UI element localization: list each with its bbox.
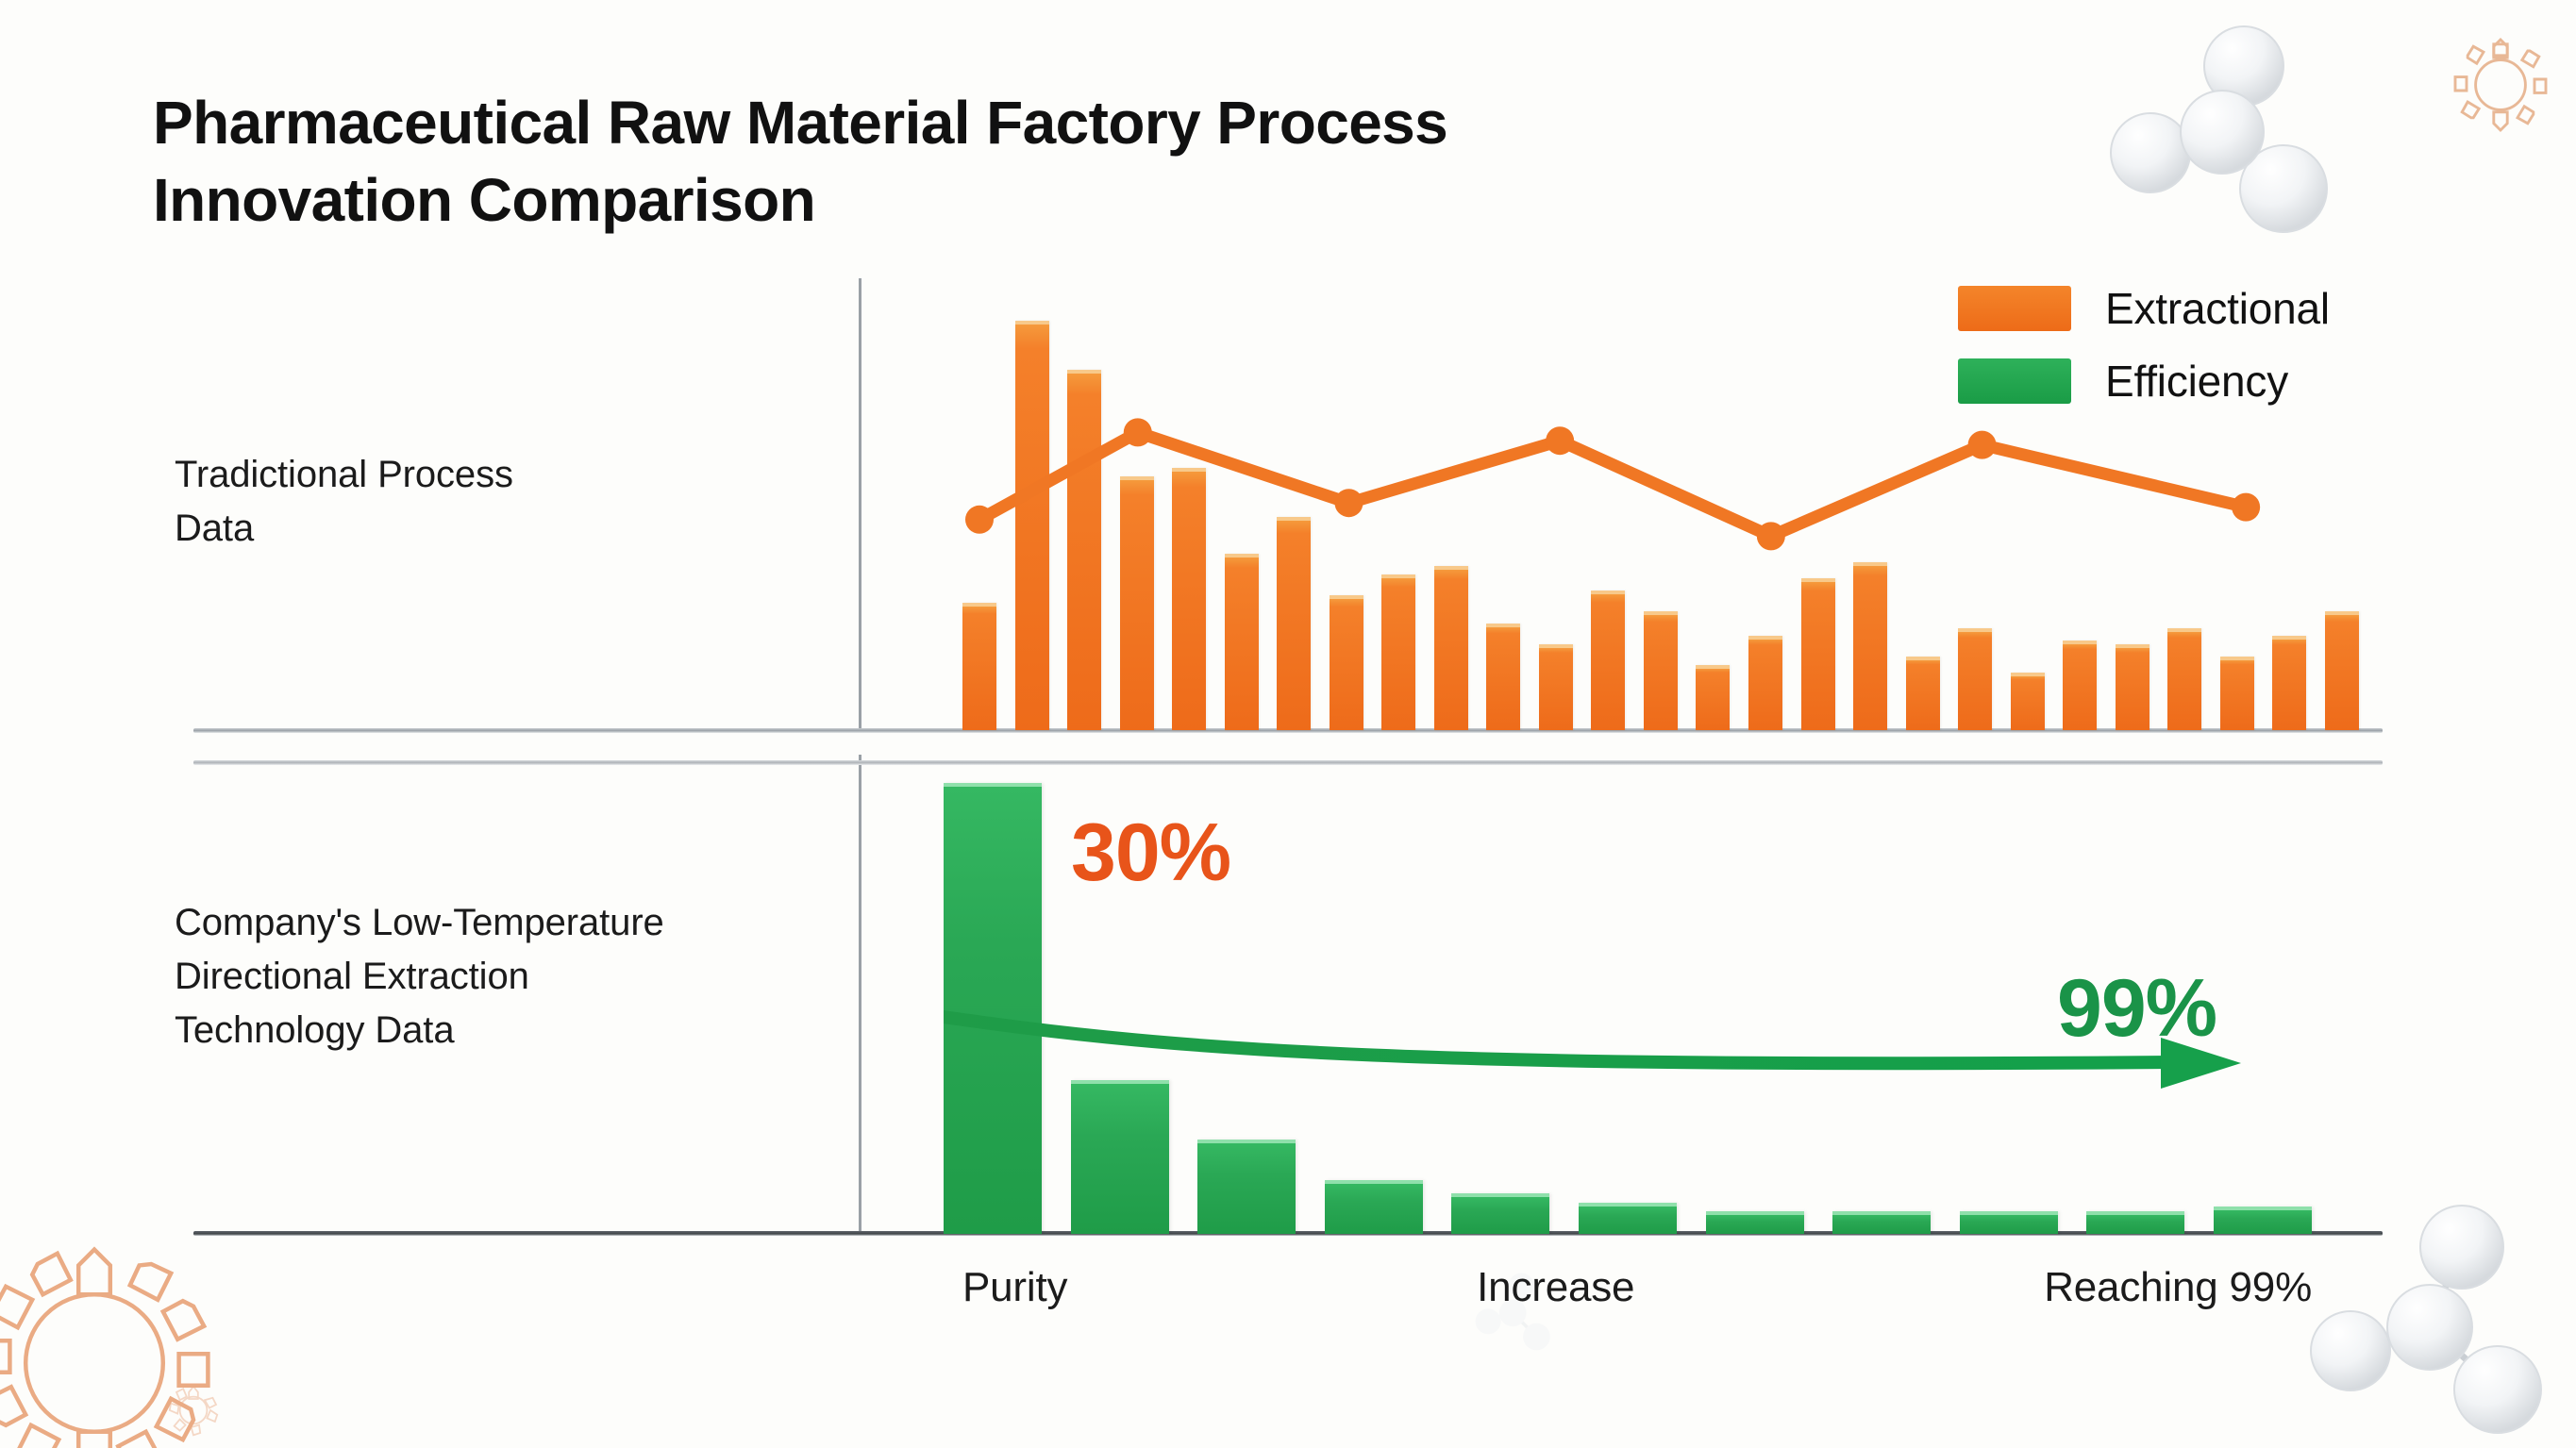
x-label-reaching-99: Reaching 99% — [2044, 1264, 2312, 1310]
callout-new-process-yield: 99% — [2057, 963, 2217, 1054]
bar — [944, 783, 1042, 1234]
legend-item-efficiency[interactable]: Efficiency — [1958, 356, 2330, 407]
baseline-top-chart — [193, 728, 2383, 733]
legend-item-extractional[interactable]: Extractional — [1958, 283, 2330, 334]
callout-traditional-yield: 30% — [1071, 807, 1231, 898]
x-axis-labels: Purity Increase Reaching 99% — [962, 1264, 2312, 1311]
legend-label-extractional: Extractional — [2105, 284, 2330, 333]
trend-marker — [1967, 430, 1997, 459]
legend-label-efficiency: Efficiency — [2105, 357, 2289, 406]
bar — [2213, 1207, 2312, 1234]
bar — [2010, 673, 2045, 730]
bar — [1324, 1179, 1423, 1234]
bar — [1014, 321, 1049, 730]
bar — [2272, 636, 2307, 730]
trend-marker — [1756, 522, 1785, 551]
bar — [2086, 1211, 2185, 1234]
x-label-purity: Purity — [962, 1264, 1068, 1310]
bar-series-extractional — [962, 321, 2359, 730]
trend-marker — [1546, 426, 1575, 456]
bar — [1172, 468, 1207, 730]
bar — [1853, 562, 1888, 730]
bar — [1959, 1211, 2058, 1234]
orange-square-icon — [1958, 286, 2071, 331]
bar — [1696, 664, 1731, 730]
legend: Extractional Efficiency — [1958, 283, 2330, 428]
trend-arrow-efficiency — [944, 1010, 2241, 1089]
bar — [962, 603, 996, 730]
bar — [1433, 566, 1468, 730]
vertical-axis-top — [859, 278, 861, 729]
bar — [2324, 611, 2359, 730]
row-label-new-process: Company's Low-Temperature Directional Ex… — [175, 902, 664, 1051]
trend-marker — [2232, 492, 2261, 522]
bar — [2063, 640, 2098, 730]
bar — [1070, 1080, 1169, 1234]
bar — [1832, 1211, 1932, 1234]
x-label-increase: Increase — [1477, 1264, 1635, 1310]
bar — [1486, 624, 1521, 730]
row-separator — [193, 760, 2383, 765]
bar — [1643, 611, 1678, 730]
bar — [1591, 591, 1626, 730]
trend-polyline — [973, 425, 2252, 542]
bar — [1705, 1211, 1804, 1234]
bar — [1119, 475, 1154, 730]
bar — [1905, 656, 1940, 730]
trend-marker — [1123, 418, 1152, 447]
green-square-icon — [1958, 358, 2071, 404]
bar — [1277, 517, 1312, 730]
bar — [1538, 643, 1573, 730]
bar-series-efficiency — [944, 783, 2312, 1234]
bar — [1197, 1139, 1296, 1234]
bar — [1578, 1202, 1677, 1234]
bar — [1958, 627, 1993, 730]
bar — [1748, 636, 1782, 730]
bar — [1224, 554, 1259, 730]
vertical-axis-bottom — [859, 755, 861, 1236]
bar — [2219, 656, 2254, 730]
page-title: Pharmaceutical Raw Material Factory Proc… — [153, 89, 1448, 234]
trend-line-extractional — [965, 418, 2261, 551]
trend-marker — [1334, 489, 1363, 518]
bar — [2115, 643, 2149, 730]
bar — [1329, 594, 1363, 730]
trend-marker — [965, 505, 994, 534]
bar — [1800, 578, 1835, 730]
row-label-traditional: Tradictional Process Data — [175, 454, 513, 549]
bar — [1451, 1192, 1550, 1234]
bar — [2167, 627, 2202, 730]
bar — [1381, 574, 1416, 730]
bar — [1067, 370, 1102, 730]
